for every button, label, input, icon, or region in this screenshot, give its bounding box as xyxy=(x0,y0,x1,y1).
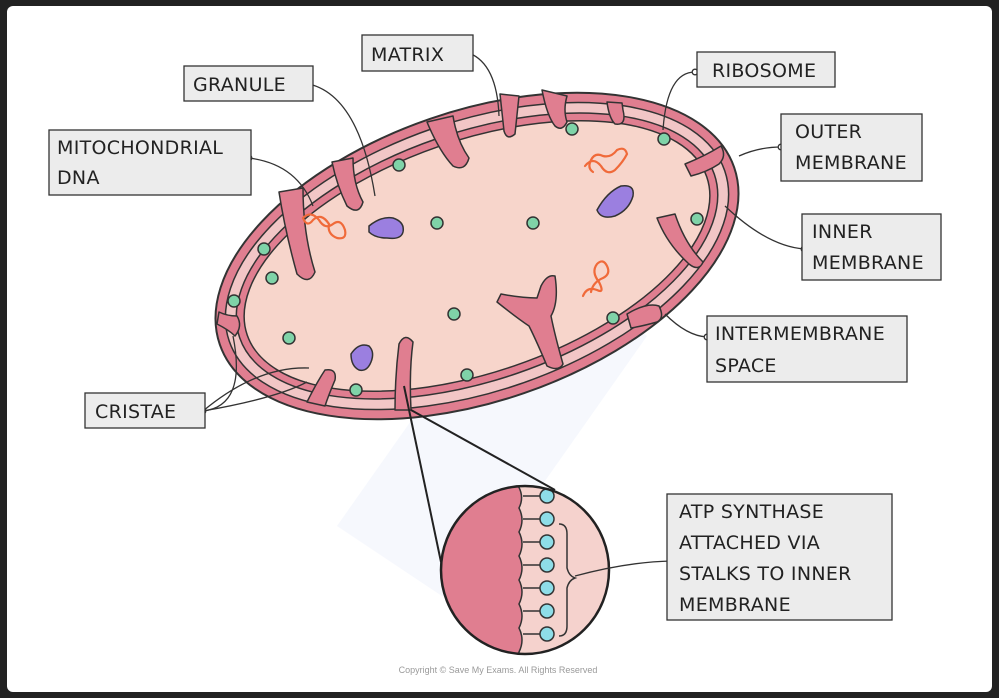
ribosome-dot xyxy=(565,122,579,136)
label-granule: GRANULE xyxy=(183,65,314,102)
ribosome-dot xyxy=(657,132,671,146)
label-intermembrane-space: INTERMEMBRANE SPACE xyxy=(706,315,908,383)
label-ribosome-line-1: RIBOSOME xyxy=(712,60,816,82)
pointer-intermembrane xyxy=(664,313,708,338)
crista xyxy=(496,274,564,370)
pointer-atp xyxy=(574,560,672,577)
ribosome-dot xyxy=(392,158,406,172)
granule-blob xyxy=(368,216,405,240)
ribosome-dot xyxy=(349,383,363,397)
label-mito-dna-line-1: MITOCHONDRIAL xyxy=(57,137,223,159)
label-atp-line-2: ATTACHED VIA xyxy=(679,532,820,554)
pointer-outer-membrane xyxy=(738,146,782,157)
crista xyxy=(684,145,725,177)
ribosome-dot xyxy=(430,216,444,230)
label-outer-membrane-line-1: OUTER xyxy=(795,121,862,143)
ribosome-dot xyxy=(265,271,279,285)
crista xyxy=(394,336,414,411)
label-atp-line-1: ATP SYNTHASE xyxy=(679,501,824,523)
label-ribosome: RIBOSOME xyxy=(696,51,836,88)
granule-blob xyxy=(596,184,634,218)
label-mito-dna-line-2: DNA xyxy=(57,167,100,189)
pointer-matrix xyxy=(468,52,500,117)
crista xyxy=(216,311,241,337)
crista xyxy=(426,115,470,169)
crista xyxy=(331,157,364,211)
granule-blob xyxy=(350,344,374,372)
pointer-lines xyxy=(202,52,805,577)
label-mitochondrial-dna: MITOCHONDRIAL DNA xyxy=(48,129,252,196)
dna-strand xyxy=(301,213,347,240)
pointer-mito-dna xyxy=(248,157,314,207)
granules xyxy=(350,184,634,372)
atp-synthase-heads xyxy=(539,488,555,642)
label-outer-membrane: OUTER MEMBRANE xyxy=(780,113,923,182)
label-atp-line-3: STALKS TO INNER xyxy=(679,563,852,585)
pointer-ribosome xyxy=(662,71,696,131)
dna-strand xyxy=(581,260,610,298)
pointer-cristae-3 xyxy=(202,367,310,412)
crista xyxy=(306,368,337,407)
ribosome-dot xyxy=(606,311,620,325)
pointer-cristae-2 xyxy=(202,381,308,412)
ribosome-dot xyxy=(257,242,271,256)
label-cristae-line-1: CRISTAE xyxy=(95,401,176,423)
label-intermembrane-line-2: SPACE xyxy=(715,355,777,377)
cristae-folds xyxy=(216,89,725,411)
label-atp-line-4: MEMBRANE xyxy=(679,594,791,616)
mitochondrial-dna xyxy=(301,147,629,298)
zoom-circle xyxy=(439,484,611,656)
ribosome-dot xyxy=(460,368,474,382)
label-matrix: MATRIX xyxy=(361,34,474,72)
ribosomes xyxy=(227,122,704,397)
zoom-bracket xyxy=(558,523,578,637)
label-granule-line-1: GRANULE xyxy=(193,74,286,96)
ribosome-dot xyxy=(526,216,540,230)
ribosome-dot xyxy=(447,307,461,321)
label-intermembrane-line-1: INTERMEMBRANE xyxy=(715,323,885,345)
ribosome-dot xyxy=(282,331,296,345)
label-atp-synthase: ATP SYNTHASE ATTACHED VIA STALKS TO INNE… xyxy=(666,493,893,621)
ribosome-dot xyxy=(227,294,241,308)
label-inner-membrane-line-1: INNER xyxy=(812,221,873,243)
mitochondrion-diagram: MATRIX GRANULE RIBOSOME MITOCHONDRIAL DN… xyxy=(48,34,942,675)
ribosome-dot xyxy=(690,212,704,226)
label-outer-membrane-line-2: MEMBRANE xyxy=(795,152,907,174)
crista xyxy=(656,213,704,269)
pointer-granule xyxy=(308,83,376,197)
label-inner-membrane: INNER MEMBRANE xyxy=(801,213,942,281)
crista xyxy=(541,89,568,129)
label-cristae: CRISTAE xyxy=(84,392,206,429)
copyright-notice: Copyright © Save My Exams. All Rights Re… xyxy=(399,665,598,675)
label-inner-membrane-line-2: MEMBRANE xyxy=(812,252,924,274)
pointer-inner-membrane xyxy=(724,205,805,250)
zoom-lines xyxy=(403,385,556,563)
diagram-frame: MATRIX GRANULE RIBOSOME MITOCHONDRIAL DN… xyxy=(7,6,992,692)
label-matrix-line-1: MATRIX xyxy=(371,44,444,66)
dna-strand xyxy=(583,147,629,174)
crista xyxy=(606,101,625,125)
crista xyxy=(499,93,520,138)
crista xyxy=(626,304,663,329)
atp-synthase-stalks xyxy=(523,495,541,635)
